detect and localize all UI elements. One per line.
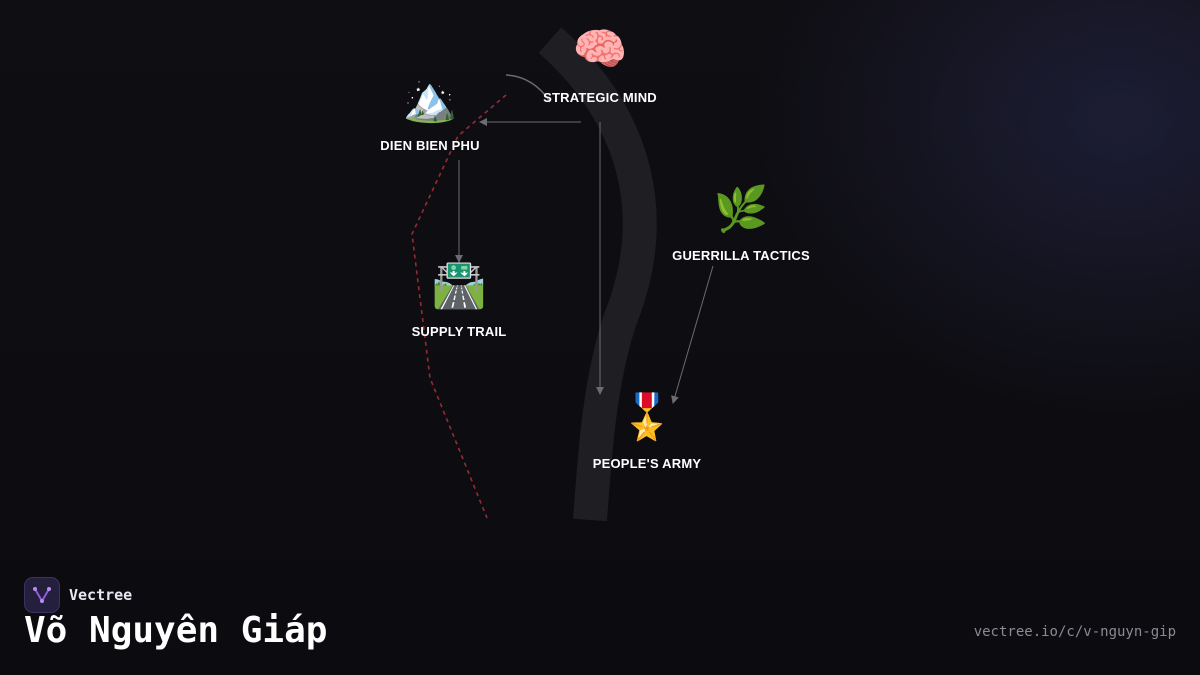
road-icon: 🛣️	[431, 260, 487, 311]
mountain-icon: 🏔️	[402, 74, 458, 125]
trail-path	[411, 94, 507, 519]
node-label: PEOPLE'S ARMY	[592, 456, 702, 471]
node-peoples-army[interactable]: 🎖️ PEOPLE'S ARMY	[593, 392, 702, 471]
page-title: Võ Nguyên Giáp	[24, 610, 328, 651]
decorative-band	[538, 27, 657, 522]
medal-icon: 🎖️	[619, 392, 675, 443]
node-strategic-mind[interactable]: 🧠 STRATEGIC MIND	[543, 24, 657, 105]
decorative-curve	[505, 74, 551, 103]
vectree-logo-icon	[24, 577, 60, 613]
node-label: GUERRILLA TACTICS	[672, 248, 810, 263]
node-label: STRATEGIC MIND	[543, 90, 657, 105]
node-label: SUPPLY TRAIL	[411, 324, 507, 339]
page-url[interactable]: vectree.io/c/v-nguyn-gip	[973, 624, 1176, 640]
node-dien-bien-phu[interactable]: 🏔️ DIEN BIEN PHU	[380, 74, 479, 153]
brand[interactable]: Vectree	[24, 577, 132, 613]
brand-name: Vectree	[69, 586, 133, 604]
node-guerrilla-tactics[interactable]: 🌿 GUERRILLA TACTICS	[672, 184, 810, 263]
node-supply-trail[interactable]: 🛣️ SUPPLY TRAIL	[412, 260, 507, 339]
herb-icon: 🌿	[713, 184, 769, 235]
edge-guerrilla-tactics-to-peoples-army	[671, 265, 714, 404]
node-label: DIEN BIEN PHU	[380, 138, 480, 153]
brain-icon: 🧠	[572, 24, 628, 75]
